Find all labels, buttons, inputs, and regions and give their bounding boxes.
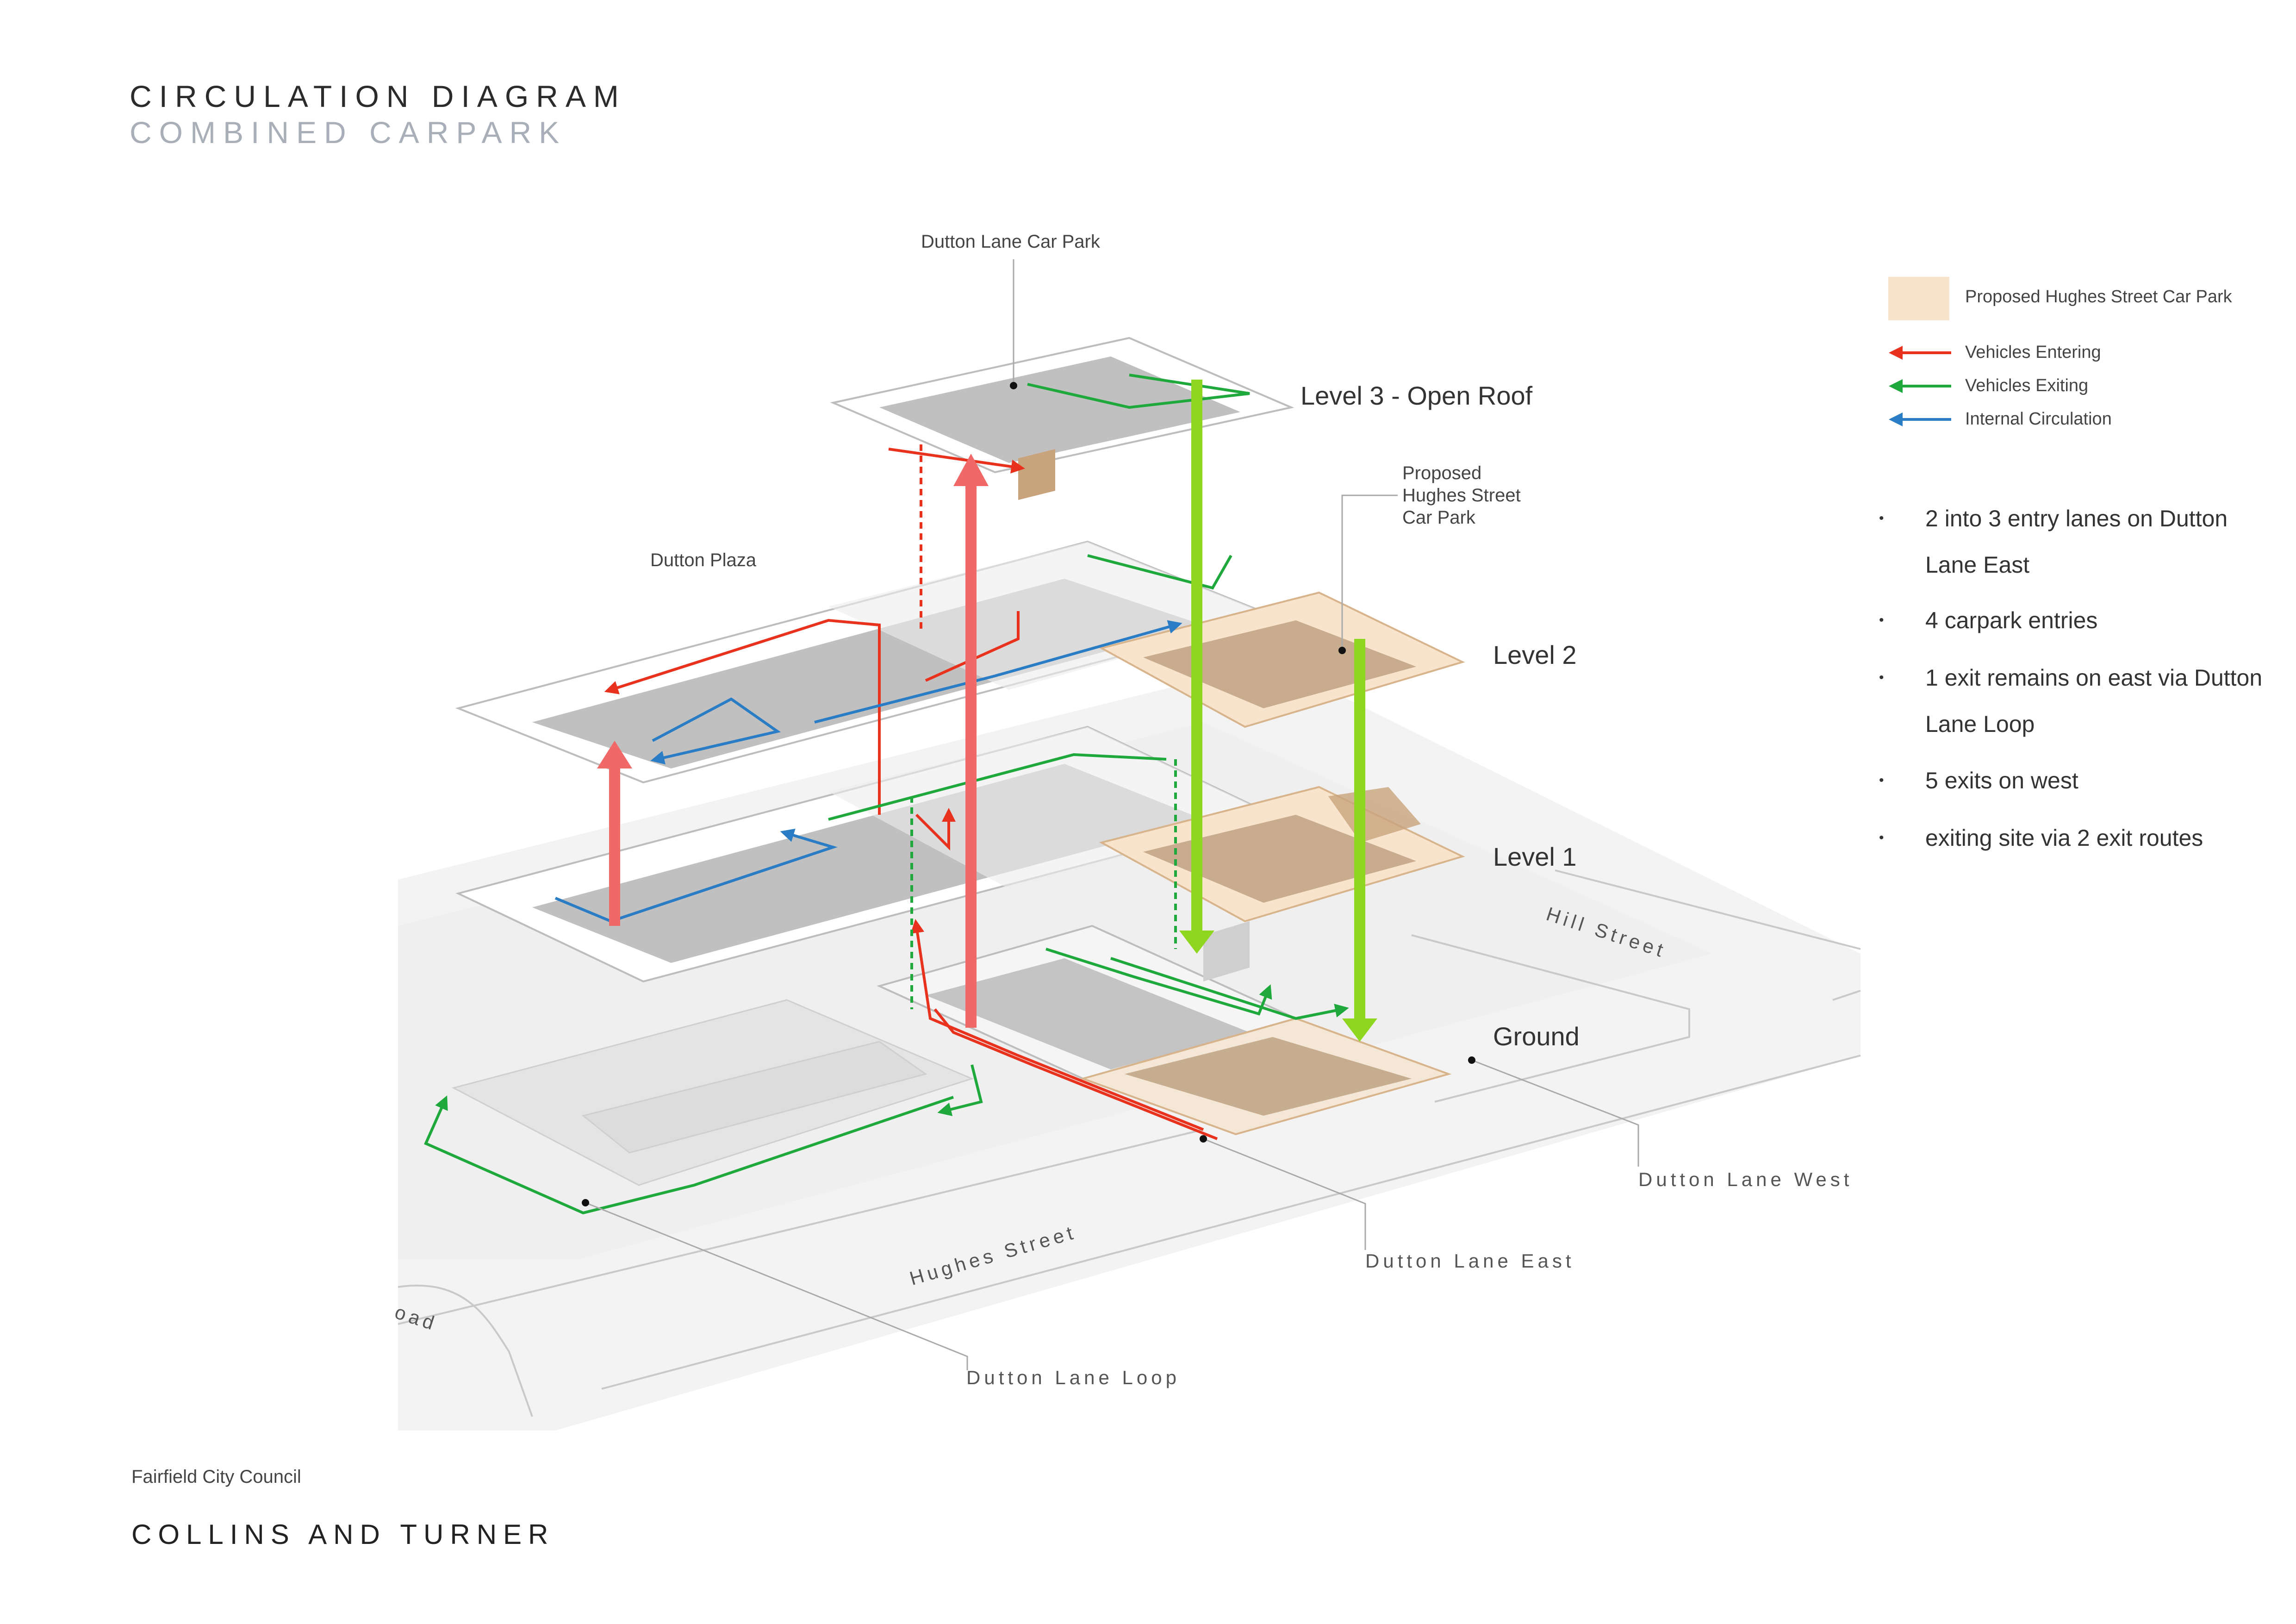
note-item: 2 into 3 entry lanes on Dutton Lane East <box>1879 495 2272 588</box>
dutton-lane-loop-label: Dutton Lane Loop <box>966 1367 1180 1388</box>
leader-lines <box>587 259 1639 1370</box>
level-2-carpark <box>455 540 1465 784</box>
dutton-lane-east-label: Dutton Lane East <box>1365 1250 1575 1272</box>
page-title: CIRCULATION DIAGRAM <box>130 79 626 113</box>
level-3-carpark <box>830 337 1294 500</box>
ground-level-carpark <box>877 921 1452 1136</box>
level-1-carpark <box>455 725 1465 983</box>
legend-exiting: Vehicles Exiting <box>1965 376 2089 395</box>
level-2-label: Level 2 <box>1493 640 1577 669</box>
level-3-label: Level 3 - Open Roof <box>1300 381 1533 410</box>
leader-points <box>582 382 1475 1206</box>
label-dutton-plaza: Dutton Plaza <box>650 550 757 570</box>
label-proposed-line2: Hughes Street <box>1402 485 1521 506</box>
ground-label: Ground <box>1493 1022 1580 1051</box>
legend-internal: Internal Circulation <box>1965 409 2112 429</box>
vehicles-entering-routes <box>604 444 1218 1140</box>
level-1-label: Level 1 <box>1493 842 1577 871</box>
label-dutton-lane-car-park: Dutton Lane Car Park <box>921 231 1100 252</box>
big-down-arrows <box>1179 380 1377 1042</box>
note-item: 5 exits on west <box>1879 757 2272 804</box>
client-name: Fairfield City Council <box>131 1467 301 1487</box>
note-item: 4 carpark entries <box>1879 597 2272 643</box>
label-proposed-line3: Car Park <box>1402 507 1475 528</box>
legend-entering: Vehicles Entering <box>1965 343 2101 362</box>
legend-swatch-proposed <box>1888 277 1949 320</box>
legend-proposed: Proposed Hughes Street Car Park <box>1965 287 2232 306</box>
vehicles-exiting-routes <box>424 374 1349 1215</box>
note-item: exiting site via 2 exit routes <box>1879 815 2272 861</box>
internal-circulation-routes <box>554 620 1182 923</box>
big-up-arrows <box>597 454 989 1028</box>
page-subtitle: COMBINED CARPARK <box>130 115 567 150</box>
firm-name: COLLINS AND TURNER <box>131 1519 555 1550</box>
note-item: 1 exit remains on east via Dutton Lane L… <box>1879 655 2272 747</box>
dutton-lane-west-label: Dutton Lane West <box>1638 1168 1853 1190</box>
label-proposed-line1: Proposed <box>1402 463 1482 483</box>
